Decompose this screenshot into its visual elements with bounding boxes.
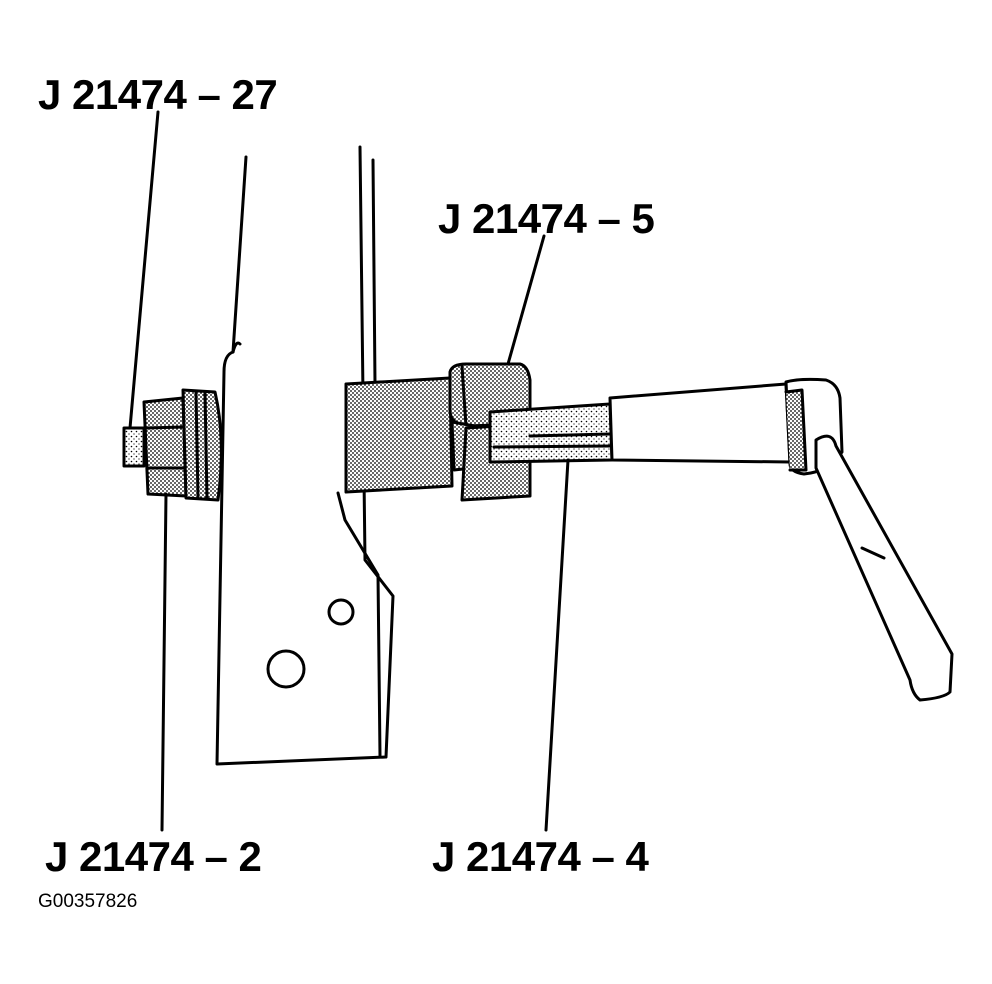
sleeve-tube xyxy=(608,382,792,464)
nut-j21474-2 xyxy=(142,396,188,498)
leader-line-2 xyxy=(160,492,168,832)
ratchet-handle xyxy=(814,434,954,702)
bracket-plate xyxy=(215,145,395,766)
callout-label-part-5: J 21474 – 5 xyxy=(438,195,655,242)
plate-hole-large xyxy=(266,649,306,689)
washer-stack xyxy=(181,388,223,502)
tool-body-block xyxy=(344,376,454,494)
bolt-j21474-27 xyxy=(122,426,146,468)
left-panel-edge xyxy=(231,155,248,354)
leader-line-4 xyxy=(544,458,570,832)
plate-hole-small xyxy=(327,598,355,626)
callout-label-part-27: J 21474 – 27 xyxy=(38,71,278,118)
callout-label-part-2: J 21474 – 2 xyxy=(45,833,262,880)
leader-line-27 xyxy=(128,110,160,430)
screw-shaft-j21474-4 xyxy=(488,402,614,464)
leader-line-5 xyxy=(506,234,546,366)
figure-id: G00357826 xyxy=(38,891,138,912)
callout-label-part-4: J 21474 – 4 xyxy=(432,833,649,880)
